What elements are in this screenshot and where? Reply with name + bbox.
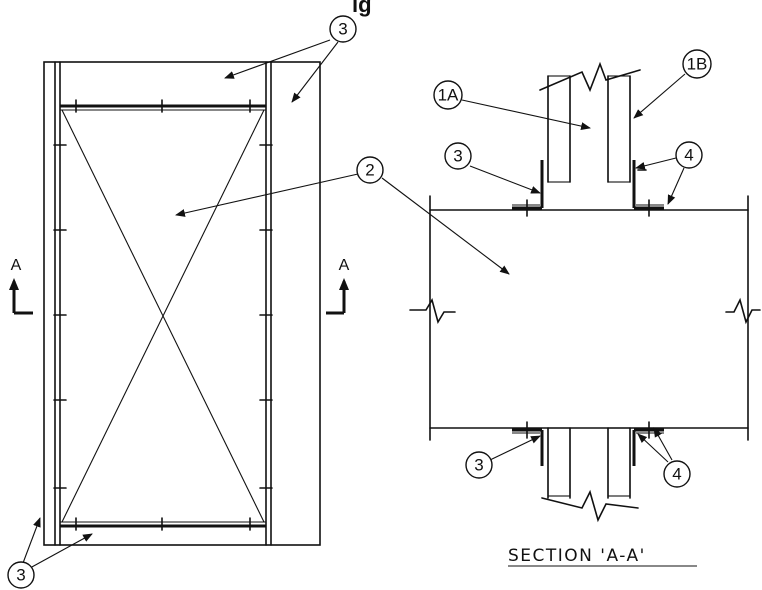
svg-text:1A: 1A [438,86,459,105]
angle-clips-top [512,160,664,217]
callout-3-section-bottom: 3 [465,435,541,479]
callout-4-section-top: 4 [635,141,703,205]
callout-3-section-top: 3 [444,142,541,194]
svg-text:3: 3 [338,20,347,39]
callout-3-top: 3 [224,15,357,103]
section-marker-left: A [9,257,33,315]
svg-text:3: 3 [16,566,25,585]
svg-text:1B: 1B [687,55,708,74]
callout-3-bottom: 3 [7,517,93,589]
svg-text:A: A [11,257,22,274]
section-marker-right: A [326,257,350,315]
svg-text:2: 2 [365,161,374,180]
callout-2: 2 [175,156,510,275]
outer-frame [43,61,321,546]
lower-wall [541,427,639,523]
elevation-view: A A 3 2 [7,15,510,589]
section-view: 1A 1B 3 4 3 [409,49,761,567]
callout-4-section-bottom: 4 [637,427,691,488]
upper-wall [539,61,641,183]
svg-text:4: 4 [684,146,693,165]
svg-text:A: A [339,257,350,274]
svg-text:4: 4 [672,465,681,484]
svg-text:3: 3 [453,147,462,166]
callout-1b: 1B [633,49,712,119]
svg-text:3: 3 [474,456,483,475]
section-title: SECTION 'A-A' [508,546,646,566]
callout-1a: 1A [433,80,591,130]
title-fragment: ig [352,0,372,17]
